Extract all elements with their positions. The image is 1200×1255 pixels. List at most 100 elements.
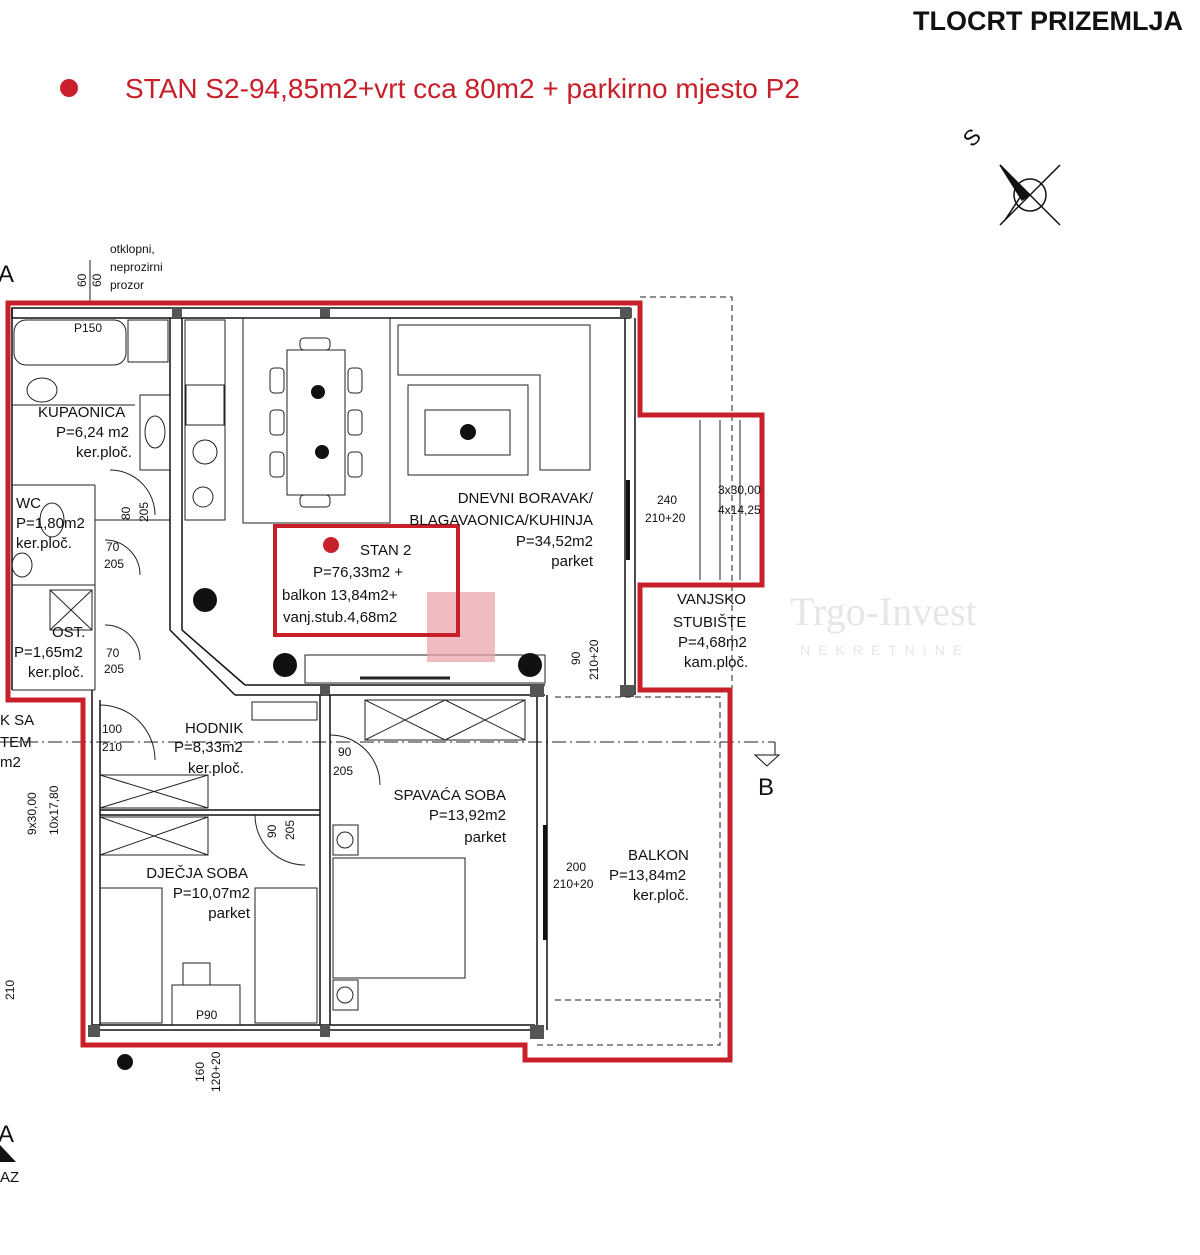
door-dim: 210+20 [645,511,686,525]
door-dim: 205 [104,557,124,571]
door-dim: 240 [657,493,677,507]
room-name: STUBIŠTE [673,614,746,631]
room-area: P=6,24 m2 [56,424,129,441]
window-note: otklopni, [110,242,155,256]
watermark-sub: NEKRETNINE [800,642,970,658]
room-floor: ker.ploč. [76,444,132,461]
apartment-box-name: STAN 2 [360,542,411,559]
door-dim: 70 [106,646,120,660]
tub-label: P150 [74,321,102,335]
window-dim: 60 [75,273,89,287]
door-dim: 205 [333,764,353,778]
plant-icon [117,385,542,1070]
room-area: P=1,65m2 [14,644,83,661]
room-floor: kam.ploč. [684,654,748,671]
room-floor: parket [551,553,594,570]
room-name: BLAGAVAONICA/KUHINJA [409,512,593,529]
stove-icon [185,384,225,426]
watermark-brand: Trgo-Invest [790,589,977,634]
room-area: P=13,92m2 [429,807,506,824]
door-dim: 90 [265,824,279,838]
room-area: P=4,68m2 [678,634,747,651]
apartment-box-stairs: vanj.stub.4,68m2 [283,609,397,626]
bed-icon [99,887,163,1024]
rug [407,384,529,476]
apartment-boundary [5,300,765,1063]
door-dim: 90 [569,651,583,665]
apartment-box-balcony: balkon 13,84m2+ [282,587,398,604]
furniture [11,317,591,1026]
room-floor: ker.ploč. [633,887,689,904]
room-floor: parket [464,829,507,846]
room-name: HODNIK [185,720,243,737]
neighbor-label: TEM [0,734,32,751]
room-name: WC [16,495,41,512]
apartment-dot-icon [60,79,78,97]
room-floor: ker.ploč. [28,664,84,681]
walls [11,307,636,1039]
room-name: SPAVAĆA SOBA [393,787,506,804]
window-note: neprozirni [110,260,163,274]
sink-icon [144,415,166,449]
section-marker-b: B [758,774,774,801]
door-dim: 70 [106,540,120,554]
stairs-dim: 9x30,00 [25,792,39,835]
door-dim: 210 [102,740,122,754]
door-dim: 80 [119,506,133,520]
sofa-icon [397,324,591,471]
room-area: P=34,52m2 [516,533,593,550]
room-area: P=8,33m2 [174,739,243,756]
window-dim: 60 [90,273,104,287]
watermark-logo-icon [427,592,495,662]
room-area: P=1,80m2 [16,515,85,532]
bathtub-icon [13,319,127,366]
window-note: prozor [110,278,144,292]
door-dim: 205 [137,502,151,522]
toilet-icon [39,502,65,538]
room-name: BALKON [628,847,689,864]
room-name: VANJSKO [677,591,746,608]
door-dim: 100 [102,722,122,736]
terrace-outline [535,296,741,1046]
door-dim: 200 [566,860,586,874]
room-name: DJEČJA SOBA [146,865,248,882]
room-name: DNEVNI BORAVAK/ [458,490,594,507]
door-dim: 120+20 [209,1051,223,1092]
section-marker-a-top: A [0,261,14,288]
stairs-dim: 10x17,80 [47,785,61,835]
compass-label: S [958,123,986,151]
door-dim: 210+20 [587,639,601,680]
room-floor: ker.ploč. [188,760,244,777]
steps-dim: 4x14,25 [718,503,761,517]
room-area: P=10,07m2 [173,885,250,902]
door-dim: 90 [338,745,352,759]
dining-table [286,349,346,496]
room-floor: parket [208,905,251,922]
steps-dim: 3x30,00 [718,483,761,497]
kitchen-counter [184,319,226,521]
north-arrow-icon [999,164,1061,226]
plan-title: TLOCRT PRIZEMLJA [913,6,1183,36]
room-floor: ker.ploč. [16,535,72,552]
apartment-dot-icon [323,537,339,553]
sink-icon [11,552,33,578]
double-bed-icon [332,857,466,979]
room-name: OST. [52,624,85,641]
apartment-box-area: P=76,33m2 + [313,564,403,581]
az-label: AZ [0,1169,19,1186]
window-label: P90 [196,1008,218,1022]
door-dim: 210+20 [553,877,594,891]
room-area: P=13,84m2 [609,867,686,884]
bed-icon [254,887,318,1024]
section-arrow-icon [0,1145,16,1162]
room-name: KUPAONICA [38,404,125,421]
section-marker-a-bottom: A [0,1121,14,1148]
door-dim: 205 [283,820,297,840]
apartment-headline: STAN S2-94,85m2+vrt cca 80m2 + parkirno … [125,73,800,104]
neighbor-label: m2 [0,754,21,771]
neighbor-label: K SA [0,712,34,729]
section-arrow-b-icon [753,754,781,767]
apartment-summary-box [273,524,460,637]
toilet-icon [26,377,58,403]
